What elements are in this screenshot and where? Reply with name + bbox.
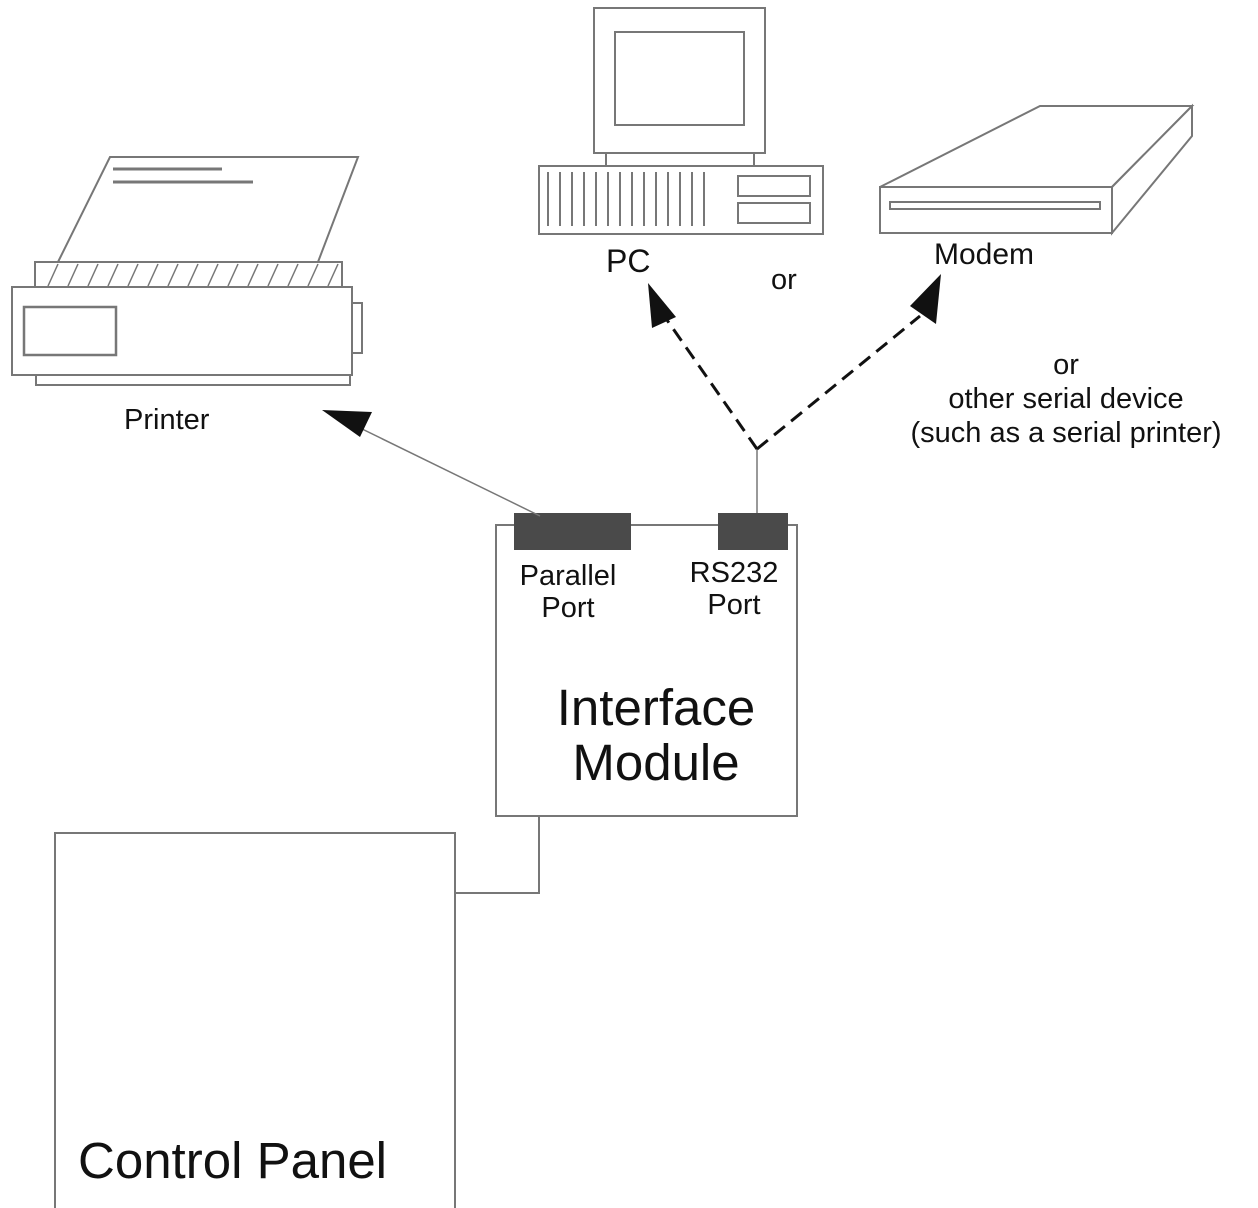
parallel-to-printer-line xyxy=(355,425,541,517)
modem-icon xyxy=(879,103,1195,236)
rs232-port-line2: Port xyxy=(707,589,761,621)
rs232-port xyxy=(718,513,788,550)
printer-arrowhead xyxy=(322,410,372,437)
rs232-port-line1: RS232 xyxy=(689,557,779,589)
modem-arrowhead xyxy=(910,274,941,324)
parallel-port xyxy=(514,513,631,550)
pc-label: PC xyxy=(606,243,651,279)
interface-module-title: Interface Module xyxy=(520,680,792,790)
rs232-port-label: RS232 Port xyxy=(674,557,794,621)
interface-module-title-line1: Interface xyxy=(556,679,756,736)
modem-label: Modem xyxy=(934,238,1035,271)
interface-module-box xyxy=(495,524,798,817)
or-label: or xyxy=(771,264,797,296)
control-panel-title: Control Panel xyxy=(78,1132,388,1189)
interface-module-title-line2: Module xyxy=(572,734,740,791)
parallel-port-line2: Port xyxy=(541,592,595,624)
pc-arrowhead xyxy=(648,283,676,328)
rs232-to-modem-line xyxy=(756,314,921,451)
other-serial-device-label: or other serial device (such as a serial… xyxy=(880,348,1252,450)
control-panel-box xyxy=(54,832,456,1208)
other-serial-line2: (such as a serial printer) xyxy=(910,417,1222,449)
pc-icon xyxy=(538,7,824,235)
rs232-to-pc-line xyxy=(665,319,759,450)
other-serial-line1: other serial device xyxy=(948,383,1184,415)
parallel-port-label: Parallel Port xyxy=(498,560,638,624)
parallel-port-line1: Parallel xyxy=(519,560,617,592)
printer-icon xyxy=(11,156,363,386)
printer-label: Printer xyxy=(124,404,210,436)
control-panel-connector xyxy=(455,816,540,894)
other-serial-or: or xyxy=(1053,349,1079,381)
